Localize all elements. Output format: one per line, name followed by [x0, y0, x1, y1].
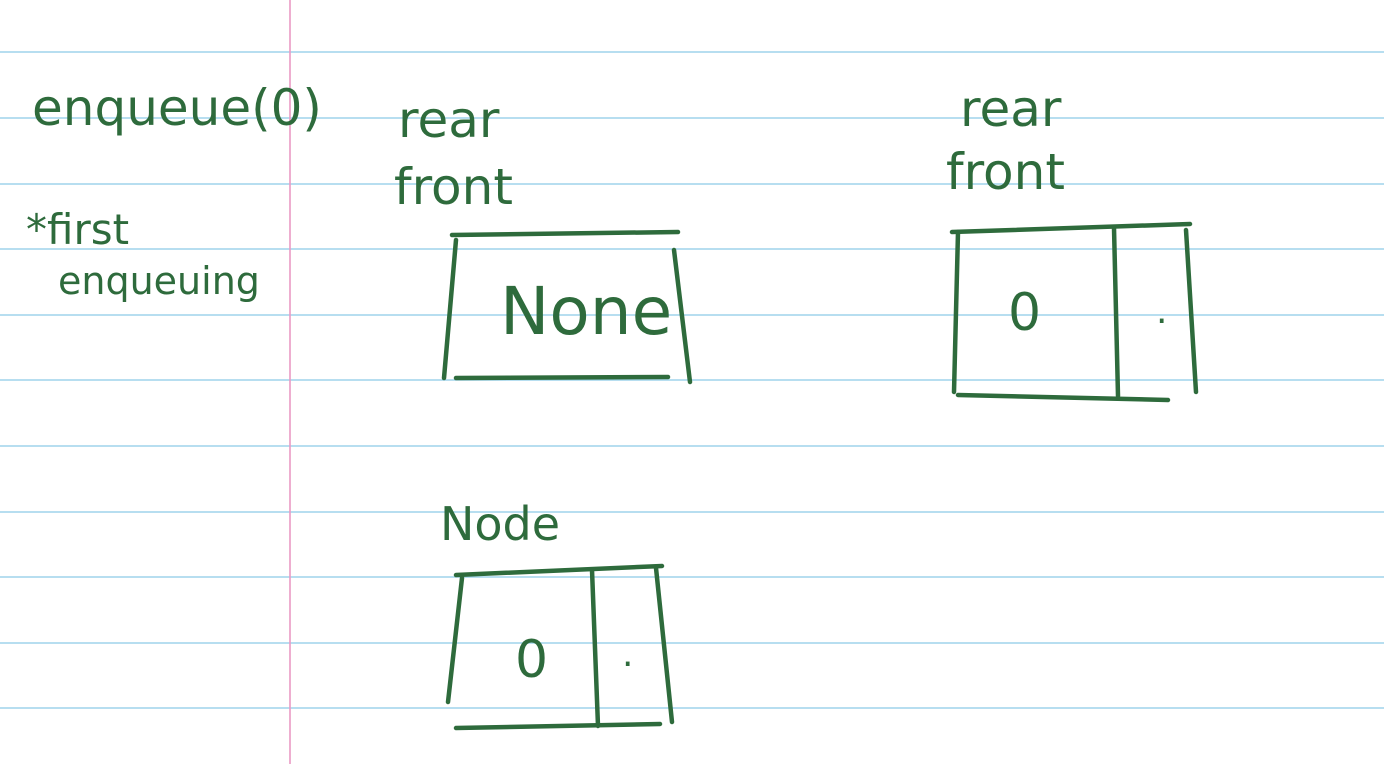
new-node-box: 0 .	[445, 563, 675, 731]
after-next-pointer: .	[1156, 291, 1167, 332]
note-enqueuing-text: enqueuing	[58, 259, 260, 303]
before-rear-label: rear	[398, 91, 500, 149]
new-node-next-pointer: .	[622, 634, 633, 675]
operation-text: enqueue(0)	[32, 79, 322, 137]
note-first-text: *first	[26, 205, 129, 254]
none-box: None	[441, 229, 693, 385]
after-node-box: 0 .	[949, 221, 1199, 403]
after-front-label: front	[946, 143, 1065, 201]
none-value: None	[500, 273, 672, 350]
after-rear-label: rear	[960, 80, 1062, 138]
new-node-value: 0	[515, 630, 548, 690]
node-label: Node	[440, 497, 560, 551]
after-node-value: 0	[1008, 283, 1041, 343]
before-front-label: front	[394, 158, 513, 216]
